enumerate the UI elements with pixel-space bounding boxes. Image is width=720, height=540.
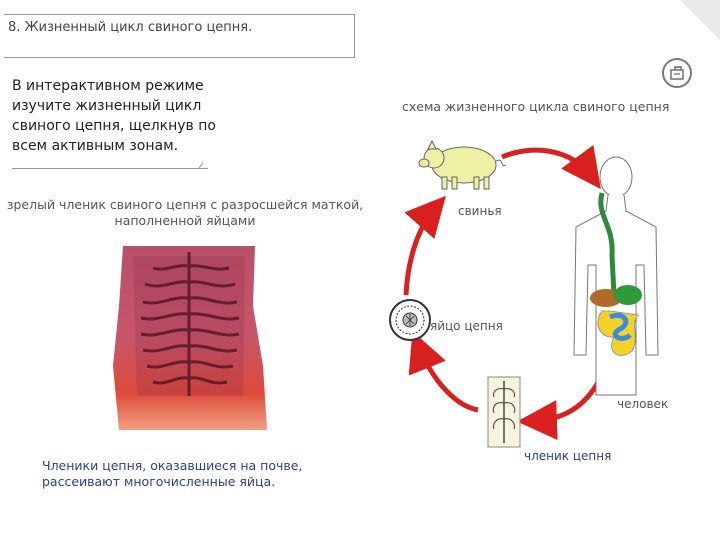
- instruction-line: свиного цепня, щелкнув по: [12, 116, 212, 136]
- page-corner-curl: [680, 0, 720, 40]
- segment-figure[interactable]: [488, 377, 520, 447]
- pig-label: свинья: [458, 204, 502, 218]
- human-label: человек: [617, 397, 668, 411]
- caption-line: наполненной яйцами: [0, 213, 370, 229]
- arrow-pig-to-human: [502, 150, 592, 177]
- segment-caption-bottom: Членики цепня, оказавшиеся на почве, рас…: [42, 458, 372, 490]
- segment-label: членик цепня: [524, 449, 611, 463]
- egg-figure[interactable]: [390, 300, 430, 340]
- arrow-segment-to-eggs: [418, 345, 478, 410]
- arrow-eggs-to-pig: [406, 207, 436, 295]
- tapeworm-segment-photo: [105, 246, 275, 430]
- instruction-line: всем активным зонам.: [12, 136, 212, 156]
- eggs-label: яйцо цепня: [430, 319, 503, 333]
- scheme-title: схема жизненного цикла свиного цепня: [402, 99, 669, 114]
- nav-button[interactable]: [662, 58, 692, 88]
- caption-line: Членики цепня, оказавшиеся на почве,: [42, 458, 372, 474]
- arrow-human-to-segment: [532, 375, 602, 421]
- pig-figure[interactable]: [419, 141, 506, 189]
- instruction-line: В интерактивном режиме: [12, 76, 212, 96]
- caption-line: рассеивают многочисленные яйца.: [42, 474, 372, 490]
- human-figure[interactable]: [574, 157, 658, 395]
- segment-caption-top: зрелый членик свиного цепня с разросшейс…: [0, 197, 370, 229]
- life-cycle-diagram: [370, 115, 715, 470]
- instruction-line: изучите жизненный цикл: [12, 96, 212, 116]
- caption-line: зрелый членик свиного цепня с разросшейс…: [0, 197, 370, 213]
- instruction-divider: [12, 168, 208, 169]
- instruction-text: В интерактивном режиме изучите жизненный…: [12, 76, 212, 156]
- page-title: 8. Жизненный цикл свиного цепня.: [8, 20, 252, 35]
- document-icon: [669, 65, 685, 81]
